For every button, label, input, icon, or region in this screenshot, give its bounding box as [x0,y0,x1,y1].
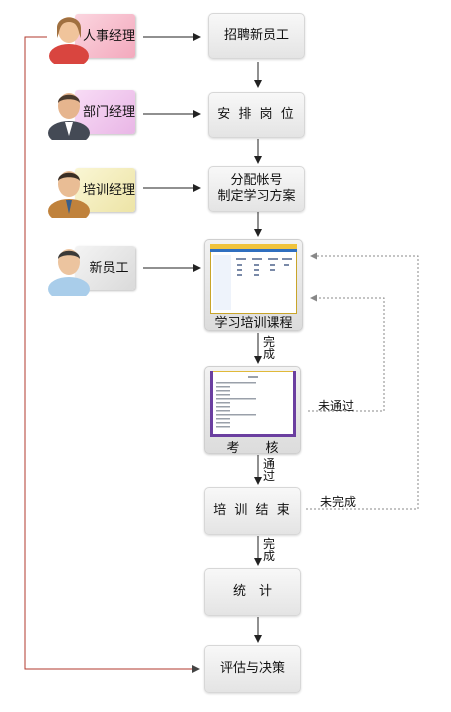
step-training-course: 学习培训课程 [204,239,303,331]
loop-incomplete-to-course [306,252,419,510]
role-label: 新员工 [89,261,129,276]
person-icon [49,17,89,64]
person-icon [48,249,90,296]
step-training-end: 培 训 结 束 [204,487,301,535]
exam-screenshot-thumbnail [210,371,296,437]
role-new-employee: 新员工 [45,242,138,296]
step-account-line2: 制定学习方案 [217,189,296,204]
step-evaluate-decide: 评估与决策 [204,645,301,693]
edge-label-pass: 通过 [263,457,276,483]
person-icon [48,171,90,218]
step-course-label: 学习培训课程 [214,316,293,331]
edge-label-fail: 未通过 [318,399,355,413]
edge-label-done-end: 完成 [263,537,276,563]
step-account-line1: 分配帐号 [230,173,283,188]
role-label: 人事经理 [82,29,135,44]
role-hr-manager: 人事经理 [45,10,138,64]
step-exam: 考 核 [204,366,301,456]
step-recruit: 招聘新员工 [208,13,305,59]
role-training-manager: 培训经理 [45,164,138,218]
step-exam-label: 考 核 [226,441,279,456]
course-screenshot-thumbnail [210,244,297,314]
loop-fail-to-course [308,294,385,412]
step-statistics: 统 计 [204,568,301,616]
person-icon [48,93,90,140]
role-dept-manager: 部门经理 [45,86,138,140]
step-assign-position: 安 排 岗 位 [208,92,305,138]
edge-label-done-course: 完成 [263,335,276,361]
role-label: 部门经理 [82,105,135,120]
edge-label-incomplete: 未完成 [320,495,357,509]
hr-to-evaluate-line [24,36,200,673]
role-label: 培训经理 [82,183,135,198]
step-account-plan: 分配帐号 制定学习方案 [208,166,305,212]
